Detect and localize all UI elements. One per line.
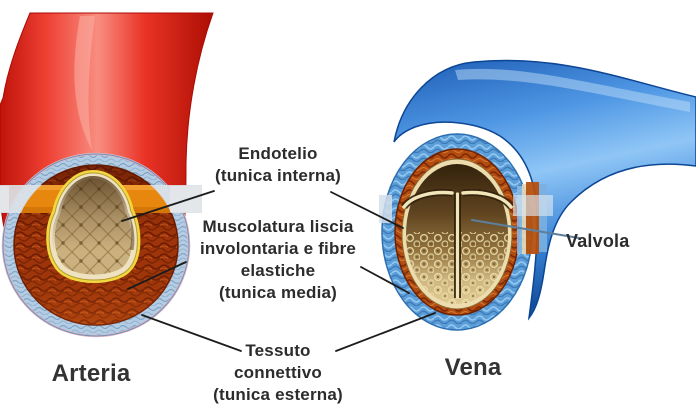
artery-lumen-group xyxy=(46,169,141,283)
valve-left-cusp xyxy=(402,190,454,209)
vein-illustration xyxy=(379,59,696,331)
leader-endotelio-artery xyxy=(121,190,215,222)
label-tessuto-line2: connettivo xyxy=(234,363,322,382)
artery-tube-highlight xyxy=(74,16,95,150)
label-muscolatura-line2: involontaria e fibre xyxy=(199,239,357,258)
label-muscolatura-line3: elastiche xyxy=(240,261,316,280)
leader-tessuto-artery xyxy=(141,314,242,352)
vein-cut-wall xyxy=(513,182,553,254)
vein-tube-highlight xyxy=(455,68,690,112)
label-muscolatura-line1: Muscolatura liscia xyxy=(202,217,354,236)
label-endotelio: Endotelio (tunica interna) xyxy=(178,143,378,187)
label-vena: Vena xyxy=(444,354,502,381)
label-tessuto-line1: Tessuto xyxy=(245,341,311,360)
valve-right-cusp xyxy=(461,190,513,209)
label-tessuto-line3: (tunica esterna) xyxy=(213,385,343,404)
artery-cut-band-right xyxy=(170,186,201,212)
leader-lines xyxy=(121,190,436,352)
leader-tessuto-vein xyxy=(335,312,436,352)
label-valvola: Valvola xyxy=(566,231,630,251)
label-muscolatura-line4: (tunica media) xyxy=(218,283,338,302)
artery-cut-band-left xyxy=(0,186,9,212)
vein-valve xyxy=(401,189,514,299)
vein-cut-band-left xyxy=(379,195,392,223)
label-endotelio-line2: (tunica interna) xyxy=(215,166,341,185)
leader-muscolatura-artery xyxy=(127,261,187,290)
vein-cross-section xyxy=(381,133,533,331)
leader-endotelio-vein xyxy=(330,191,404,229)
label-tessuto: Tessuto connettivo (tunica esterna) xyxy=(193,340,363,406)
label-arteria: Arteria xyxy=(51,360,131,387)
label-endotelio-line1: Endotelio xyxy=(238,144,318,163)
leader-muscolatura-vein xyxy=(360,266,410,294)
leader-valvola xyxy=(471,219,580,239)
label-muscolatura: Muscolatura liscia involontaria e fibre … xyxy=(168,216,388,304)
